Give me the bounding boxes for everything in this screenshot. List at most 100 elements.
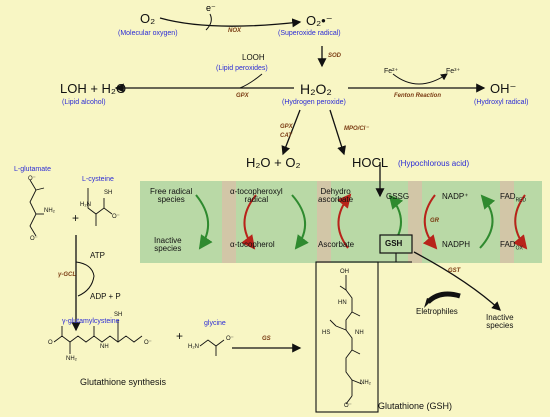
band-highlight	[317, 181, 331, 263]
tocopherol-label: α-tocopherol	[230, 240, 275, 249]
cysteine-structure	[87, 188, 113, 226]
cycle-arrow-red	[336, 193, 352, 249]
sod-enzyme: SOD	[328, 53, 342, 59]
plus-sign-2: +	[176, 329, 184, 343]
nox-arrow	[159, 17, 302, 28]
atom-label: O⁻	[30, 236, 38, 242]
atom-label: NH₂	[360, 380, 371, 386]
inactive-species-output: Inactive species	[486, 313, 514, 330]
eletrophile-arrowhead	[424, 298, 432, 308]
atom-label: SH	[104, 190, 113, 196]
glycine-structure	[199, 339, 225, 356]
mpo-enzyme: MPO/Cl⁻	[344, 126, 369, 132]
glycine-label: glycine	[204, 320, 226, 327]
tocopheroxyl-label: α-tocopheroxyl radical	[230, 187, 283, 204]
dehydroascorbate-label: Dehydro ascorbate	[318, 187, 354, 204]
lglutamate-label: L-glutamate	[14, 166, 51, 173]
gs-enzyme: GS	[262, 336, 271, 342]
plus-sign-1: +	[72, 211, 80, 225]
nadph-label: NADPH	[442, 240, 471, 249]
fenton-label: Fenton Reaction	[394, 93, 442, 99]
oh-label: OH⁻	[490, 81, 517, 96]
gsh-structure-bonds	[329, 275, 363, 405]
band-highlight	[222, 181, 236, 263]
cycle-arrow-red	[241, 194, 257, 250]
fadred-label: FADRED	[500, 192, 527, 204]
adp-label: ADP + P	[90, 292, 121, 301]
superoxide-caption: (Superoxide radical)	[278, 30, 341, 37]
fe2-label: Fe²⁺	[384, 68, 399, 75]
gcl-enzyme: γ-GCL	[58, 272, 76, 278]
gsh-label: GSH	[385, 239, 403, 248]
atom-label: NH	[355, 330, 364, 336]
gr-enzyme: GR	[430, 218, 439, 224]
cycle-arrow-red	[422, 194, 438, 250]
nox-enzyme: NOX	[228, 28, 242, 34]
o2-caption: (Molecular oxygen)	[118, 30, 178, 37]
atp-label: ATP	[90, 251, 105, 260]
loh-label: LOH + H₂O	[60, 81, 127, 96]
o2-label: O₂	[140, 11, 156, 26]
electron-label: e⁻	[206, 3, 216, 13]
h2o-o2-label: H₂O + O₂	[246, 155, 301, 170]
mpo-arrow	[329, 109, 346, 156]
atp-arrow	[75, 261, 95, 297]
cycle-arrow-red	[513, 194, 528, 250]
atom-label: O	[48, 340, 53, 346]
hocl-caption: (Hypochlorous acid)	[398, 159, 470, 168]
hocl-label: HOCL	[352, 155, 389, 170]
atom-label: O⁻	[226, 336, 234, 342]
atom-label: H₂N	[188, 344, 199, 350]
gpx-enzyme-1: GPX	[236, 93, 249, 99]
gsh-caption: Glutathione (GSH)	[378, 401, 453, 411]
nadp-label: NADP⁺	[442, 192, 469, 201]
loh-caption: (Lipid alcohol)	[62, 99, 106, 106]
atom-label: HN	[338, 300, 347, 306]
looh-label: LOOH	[242, 53, 265, 62]
cat-enzyme: CAT	[280, 133, 292, 139]
gst-enzyme: GST	[448, 268, 461, 274]
iron-arrow	[392, 73, 448, 85]
looh-caption: (Lipid peroxides)	[216, 65, 268, 72]
glutamate-structure	[29, 179, 45, 237]
gpx-cat-arrow	[281, 109, 301, 156]
glutamylcysteine-structure	[53, 320, 143, 354]
atom-label: OH	[340, 269, 349, 275]
electron-arrow	[205, 13, 212, 31]
gssg-label: GSSG	[386, 192, 410, 201]
eletrophile-arrow	[426, 291, 461, 304]
eletrophiles-label: Eletrophiles	[416, 307, 458, 316]
atom-label: O⁻	[28, 176, 36, 182]
glutamylcysteine-label: γ-glutamylcysteine	[62, 318, 120, 325]
atom-label: SH	[114, 312, 123, 318]
atom-label: NH	[100, 344, 109, 350]
looh-arrow	[239, 73, 263, 89]
band-highlight	[500, 181, 514, 263]
h2o2-label: H₂O₂	[300, 81, 332, 97]
superoxide-label: O₂•⁻	[306, 13, 333, 28]
h2o2-caption: (Hydrogen peroxide)	[282, 99, 346, 106]
lcysteine-label: L-cysteine	[82, 176, 114, 183]
gpx-enzyme-2: GPX	[280, 124, 293, 130]
atom-label: O⁻	[344, 403, 352, 409]
atom-label: NH₂	[66, 356, 77, 362]
atom-label: O⁻	[144, 340, 152, 346]
gst-arrow	[413, 251, 501, 311]
oh-caption: (Hydroxyl radical)	[474, 99, 529, 106]
fadox-label: FADOX	[500, 240, 523, 252]
gsh-structure-box	[315, 261, 379, 413]
cycle-arrow-green	[479, 194, 496, 249]
atom-label: HS	[322, 330, 331, 336]
inactive-species-label: Inactive species	[154, 236, 182, 253]
ascorbate-label: Ascorbate	[318, 240, 355, 249]
fe3-label: Fe³⁺	[446, 68, 461, 75]
cycle-arrow-green	[291, 194, 309, 250]
synthesis-title: Glutathione synthesis	[80, 377, 167, 387]
atom-label: O⁻	[112, 214, 120, 220]
atom-label: H₂N	[80, 202, 91, 208]
cycle-arrow-green	[195, 194, 213, 250]
free-radical-label: Free radical species	[150, 187, 193, 204]
atom-label: NH₂	[44, 208, 55, 214]
